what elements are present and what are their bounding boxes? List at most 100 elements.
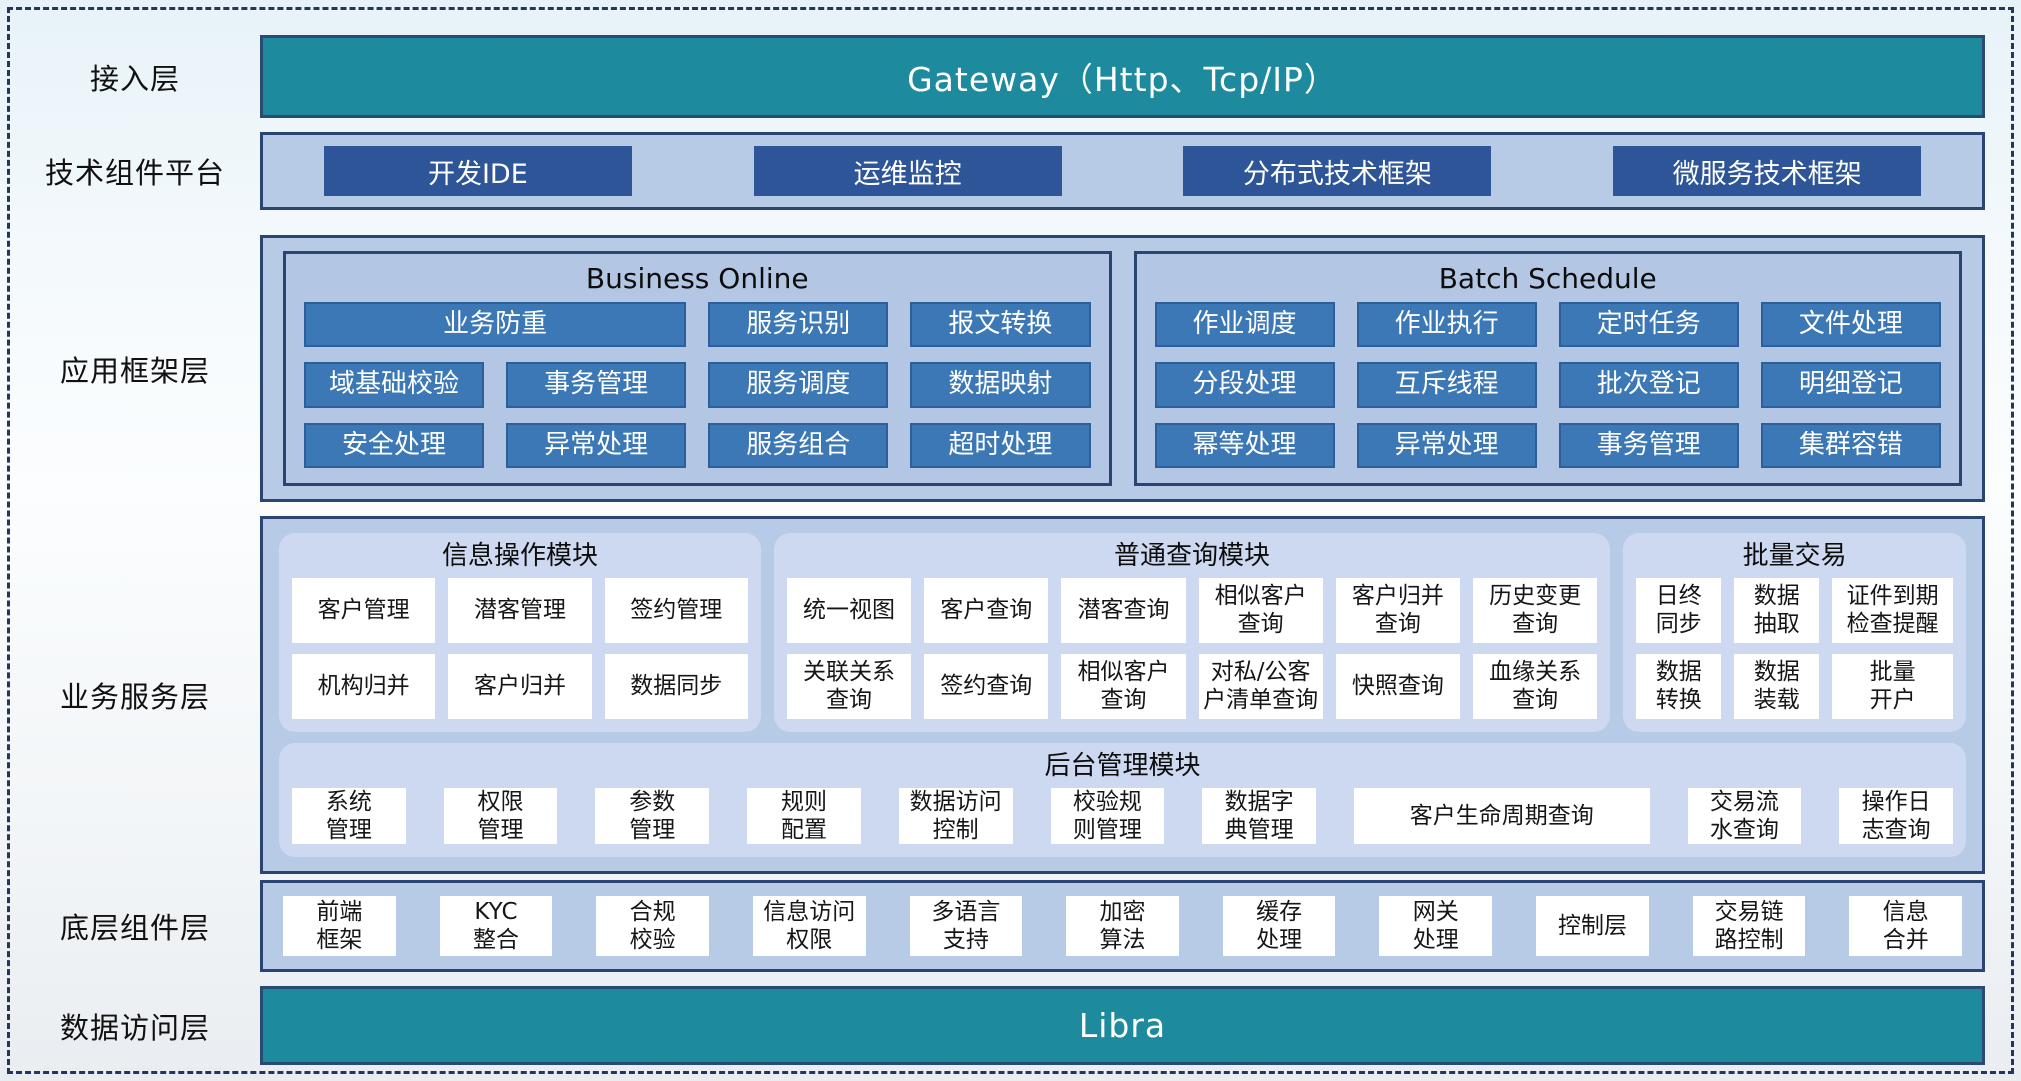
business-online-module: 安全处理 (304, 422, 485, 468)
general-query-card: 血缘关系 查询 (1472, 653, 1598, 719)
info-operation-card: 潜客管理 (448, 578, 592, 643)
batch-schedule-panel: Batch Schedule 作业调度作业执行定时任务文件处理分段处理互斥线程批… (1133, 251, 1962, 486)
layer-row-app-framework: 应用框架层 Business Online 业务防重服务识别报文转换域基础校验事… (10, 235, 2011, 502)
layer-row-business-service: 业务服务层 信息操作模块 客户管理潜客管理签约管理机构归并客户归并数据同步 普通… (10, 516, 2011, 874)
batch-schedule-grid: 作业调度作业执行定时任务文件处理分段处理互斥线程批次登记明细登记幂等处理异常处理… (1154, 302, 1941, 468)
base-component-card: 交易链 路控制 (1692, 896, 1806, 956)
info-operation-grid: 客户管理潜客管理签约管理机构归并客户归并数据同步 (292, 578, 748, 719)
business-online-module: 服务识别 (708, 302, 889, 348)
batch-schedule-module: 集群容错 (1760, 422, 1941, 468)
business-service-container: 信息操作模块 客户管理潜客管理签约管理机构归并客户归并数据同步 普通查询模块 统… (260, 516, 1985, 874)
layer-row-base-components: 底层组件层 前端 框架 KYC 整合合规 校验信息访问 权限多语言 支持加密 算法… (10, 880, 2011, 972)
base-component-card: 前端 框架 (283, 896, 396, 956)
layer-label-business-service: 业务服务层 (59, 680, 210, 714)
general-query-card: 相似客户 查询 (1061, 653, 1186, 719)
tech-platform-module: 分布式技术框架 (1183, 146, 1492, 196)
general-query-panel: 普通查询模块 统一视图客户查询潜客查询相似客户 查询客户归并 查询历史变更 查询… (773, 533, 1611, 732)
base-component-card: 多语言 支持 (909, 896, 1023, 956)
business-online-grid: 业务防重服务识别报文转换域基础校验事务管理服务调度数据映射安全处理异常处理服务组… (304, 302, 1091, 468)
base-component-card: 网关 处理 (1379, 896, 1493, 956)
info-operation-card: 客户管理 (292, 578, 436, 643)
diagram-dashed-frame: 接入层 Gateway（Http、Tcp/IP） 技术组件平台 开发IDE 运维监… (7, 7, 2014, 1074)
business-online-panel: Business Online 业务防重服务识别报文转换域基础校验事务管理服务调… (283, 251, 1112, 486)
admin-management-card: 规则 配置 (747, 787, 861, 844)
business-online-module: 数据映射 (910, 362, 1091, 408)
business-online-module: 报文转换 (910, 302, 1091, 348)
general-query-title: 普通查询模块 (1114, 541, 1271, 571)
batch-schedule-module: 批次登记 (1558, 362, 1739, 408)
layer-label-tech-platform: 技术组件平台 (44, 156, 225, 190)
general-query-card: 对私/公客 户清单查询 (1198, 653, 1323, 719)
batch-schedule-module: 作业调度 (1154, 302, 1335, 348)
general-query-card: 快照查询 (1335, 653, 1460, 719)
general-query-card: 统一视图 (786, 578, 912, 643)
admin-management-card: 客户生命周期查询 (1353, 787, 1650, 844)
tech-platform-module: 运维监控 (753, 146, 1062, 196)
batch-trade-card: 数据 转换 (1636, 653, 1722, 719)
general-query-card: 潜客查询 (1061, 578, 1186, 643)
batch-trade-card: 批量 开户 (1832, 653, 1953, 719)
admin-management-card: 交易流 水查询 (1687, 787, 1802, 844)
base-component-card: 加密 算法 (1066, 896, 1179, 956)
business-online-module: 服务调度 (708, 362, 889, 408)
batch-schedule-module: 异常处理 (1356, 422, 1537, 468)
business-online-module: 域基础校验 (304, 362, 485, 408)
layer-label-base-components: 底层组件层 (59, 911, 210, 945)
info-operation-title: 信息操作模块 (441, 541, 598, 571)
layer-row-data-access: 数据访问层 Libra (10, 986, 2011, 1065)
base-component-card: 控制层 (1536, 896, 1649, 956)
general-query-card: 客户查询 (924, 578, 1049, 643)
admin-management-card: 参数 管理 (595, 787, 710, 844)
info-operation-panel: 信息操作模块 客户管理潜客管理签约管理机构归并客户归并数据同步 (279, 533, 761, 732)
batch-schedule-module: 作业执行 (1356, 302, 1537, 348)
layer-label-access: 接入层 (89, 61, 180, 96)
admin-management-card: 数据字 典管理 (1202, 787, 1316, 844)
batch-trade-card: 证件到期 检查提醒 (1832, 578, 1953, 643)
business-online-module: 业务防重 (304, 302, 687, 348)
admin-management-card: 权限 管理 (443, 787, 558, 844)
admin-management-panel: 后台管理模块 系统 管理权限 管理参数 管理规则 配置数据访问 控制校验规 则管… (279, 742, 1966, 857)
admin-management-row: 系统 管理权限 管理参数 管理规则 配置数据访问 控制校验规 则管理数据字 典管… (292, 787, 1953, 844)
admin-management-title: 后台管理模块 (1044, 750, 1201, 781)
batch-schedule-module: 幂等处理 (1154, 422, 1335, 468)
gateway-bar: Gateway（Http、Tcp/IP） (260, 35, 1985, 118)
info-operation-card: 机构归并 (292, 653, 436, 719)
batch-schedule-module: 定时任务 (1558, 302, 1739, 348)
general-query-card: 签约查询 (924, 653, 1049, 719)
admin-management-card: 数据访问 控制 (898, 787, 1013, 844)
general-query-card: 客户归并 查询 (1335, 578, 1460, 643)
layer-label-app-framework: 应用框架层 (59, 353, 210, 388)
admin-management-card: 校验规 则管理 (1050, 787, 1165, 844)
base-components-container: 前端 框架 KYC 整合合规 校验信息访问 权限多语言 支持加密 算法缓存 处理网… (260, 880, 1985, 972)
batch-trade-title: 批量交易 (1742, 541, 1847, 571)
base-component-card: 信息 合并 (1849, 896, 1963, 956)
general-query-card: 相似客户 查询 (1198, 578, 1323, 643)
batch-schedule-title: Batch Schedule (1438, 262, 1657, 295)
batch-trade-card: 日终 同步 (1636, 578, 1722, 643)
batch-schedule-module: 互斥线程 (1356, 362, 1537, 408)
base-component-card: 信息访问 权限 (752, 896, 866, 956)
batch-schedule-module: 文件处理 (1760, 302, 1941, 348)
base-component-card: 缓存 处理 (1222, 896, 1336, 956)
batch-schedule-module: 分段处理 (1154, 362, 1335, 408)
info-operation-card: 客户归并 (448, 653, 592, 719)
layer-row-access: 接入层 Gateway（Http、Tcp/IP） (10, 35, 2011, 118)
base-component-card: 合规 校验 (596, 896, 709, 956)
business-online-title: Business Online (585, 262, 809, 295)
base-component-card: KYC 整合 (439, 896, 553, 956)
info-operation-card: 数据同步 (604, 653, 748, 719)
general-query-card: 历史变更 查询 (1472, 578, 1598, 643)
layer-label-data-access: 数据访问层 (59, 1010, 210, 1045)
admin-management-card: 系统 管理 (292, 787, 406, 844)
app-framework-container: Business Online 业务防重服务识别报文转换域基础校验事务管理服务调… (260, 235, 1985, 502)
batch-schedule-module: 明细登记 (1760, 362, 1941, 408)
general-query-grid: 统一视图客户查询潜客查询相似客户 查询客户归并 查询历史变更 查询关联关系 查询… (786, 578, 1598, 719)
business-online-module: 超时处理 (910, 422, 1091, 468)
business-service-top-panels: 信息操作模块 客户管理潜客管理签约管理机构归并客户归并数据同步 普通查询模块 统… (279, 533, 1966, 732)
business-online-module: 异常处理 (506, 422, 687, 468)
info-operation-card: 签约管理 (604, 578, 748, 643)
tech-platform-module: 开发IDE (323, 146, 632, 196)
libra-bar: Libra (260, 986, 1985, 1065)
